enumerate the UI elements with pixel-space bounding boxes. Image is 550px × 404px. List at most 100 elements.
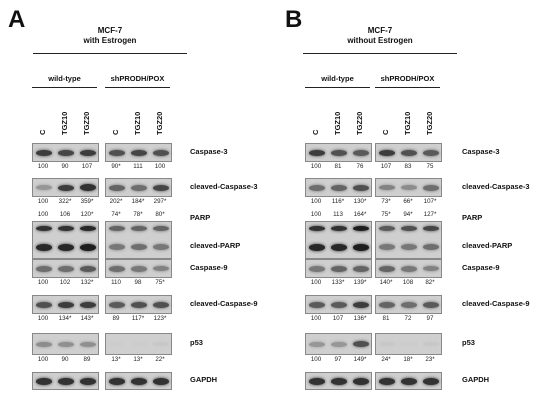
protein-band xyxy=(309,341,325,347)
blot-strip xyxy=(305,259,372,278)
protein-label: Caspase-3 xyxy=(462,146,500,156)
protein-band xyxy=(58,243,74,251)
protein-label: cleaved-Caspase-9 xyxy=(190,298,258,308)
lane-label: TGZ10 xyxy=(333,111,342,135)
lane-label: TGZ20 xyxy=(82,111,91,135)
protein-band xyxy=(379,377,395,385)
lane-label: C xyxy=(38,129,47,135)
protein-band xyxy=(353,377,369,385)
protein-label: cleaved-Caspase-9 xyxy=(462,298,530,308)
protein-band xyxy=(331,243,347,251)
protein-band xyxy=(401,377,417,385)
blot-strip xyxy=(305,372,372,390)
protein-band xyxy=(131,184,147,191)
protein-band xyxy=(353,301,369,308)
protein-band xyxy=(353,226,369,231)
protein-band xyxy=(423,149,439,156)
group-underline xyxy=(375,87,440,88)
blot-strip xyxy=(32,295,99,314)
densitometry-value: 81 xyxy=(382,315,390,322)
densitometry-value: 100 xyxy=(310,198,322,205)
densitometry-value: 116* xyxy=(331,198,345,205)
protein-band xyxy=(109,377,125,385)
protein-band xyxy=(131,377,147,385)
protein-band xyxy=(131,342,147,346)
title-underline xyxy=(303,53,457,54)
blot-strip xyxy=(305,143,372,162)
protein-band xyxy=(36,243,52,251)
protein-label: Caspase-3 xyxy=(190,146,228,156)
densitometry-value: 113 xyxy=(333,211,343,218)
protein-band xyxy=(109,265,125,272)
group-label: wild-type xyxy=(321,74,354,83)
densitometry-value: 100 xyxy=(310,356,322,363)
protein-band xyxy=(153,149,169,156)
densitometry-value: 22* xyxy=(155,356,165,363)
lane-label: TGZ10 xyxy=(60,111,69,135)
densitometry-value: 110 xyxy=(111,279,121,286)
protein-band xyxy=(423,226,439,231)
protein-band xyxy=(353,265,369,272)
lane-label: TGZ10 xyxy=(403,111,412,135)
densitometry-value: 90* xyxy=(111,163,121,170)
blot-strip xyxy=(32,259,99,278)
protein-band xyxy=(309,265,325,272)
protein-label: Caspase-9 xyxy=(190,262,228,272)
protein-band xyxy=(379,149,395,156)
protein-band xyxy=(331,265,347,272)
protein-band xyxy=(36,265,52,272)
protein-band xyxy=(80,341,96,347)
protein-band xyxy=(379,185,395,190)
protein-band xyxy=(36,341,52,347)
protein-band xyxy=(131,301,147,308)
protein-band xyxy=(309,377,325,385)
blot-strip xyxy=(375,259,442,278)
densitometry-value: 100 xyxy=(310,315,322,322)
panel-letter: B xyxy=(285,6,303,33)
protein-label: cleaved-PARP xyxy=(462,241,513,250)
protein-band xyxy=(131,265,147,272)
densitometry-value: 18* xyxy=(403,356,413,363)
blot-strip xyxy=(305,333,372,355)
blot-strip xyxy=(105,372,172,390)
protein-label: p53 xyxy=(462,338,475,347)
densitometry-value: 100 xyxy=(37,315,49,322)
blot-strip xyxy=(32,221,99,259)
blot-strip xyxy=(32,143,99,162)
densitometry-value: 82* xyxy=(425,279,435,286)
densitometry-value: 75* xyxy=(381,211,391,218)
protein-band xyxy=(58,184,74,191)
densitometry-value: 89 xyxy=(112,315,120,322)
protein-band xyxy=(353,149,369,156)
densitometry-value: 134* xyxy=(58,315,72,322)
densitometry-value: 83 xyxy=(404,163,412,170)
blot-strip xyxy=(32,333,99,355)
densitometry-value: 100 xyxy=(310,211,322,218)
title-underline xyxy=(33,53,187,54)
densitometry-value: 322* xyxy=(58,198,72,205)
densitometry-value: 100 xyxy=(37,279,49,286)
protein-band xyxy=(80,265,96,272)
blot-strip xyxy=(375,178,442,197)
protein-band xyxy=(309,226,325,231)
densitometry-value: 108 xyxy=(402,279,414,286)
densitometry-value: 136* xyxy=(353,315,367,322)
protein-band xyxy=(379,342,395,346)
protein-band xyxy=(36,185,52,190)
densitometry-value: 98 xyxy=(134,279,142,286)
protein-band xyxy=(423,266,439,271)
lane-label: TGZ20 xyxy=(425,111,434,135)
densitometry-value: 130* xyxy=(353,198,367,205)
densitometry-value: 123* xyxy=(153,315,167,322)
group-label: shPRODH/POX xyxy=(380,74,435,83)
protein-label: PARP xyxy=(190,213,211,222)
densitometry-value: 89 xyxy=(83,356,91,363)
protein-label: cleaved-PARP xyxy=(190,241,241,250)
protein-band xyxy=(153,266,169,271)
protein-band xyxy=(309,301,325,308)
protein-band xyxy=(58,226,74,231)
densitometry-value: 127* xyxy=(423,211,437,218)
protein-band xyxy=(36,226,52,231)
protein-band xyxy=(153,342,169,346)
densitometry-value: 106 xyxy=(59,211,71,218)
